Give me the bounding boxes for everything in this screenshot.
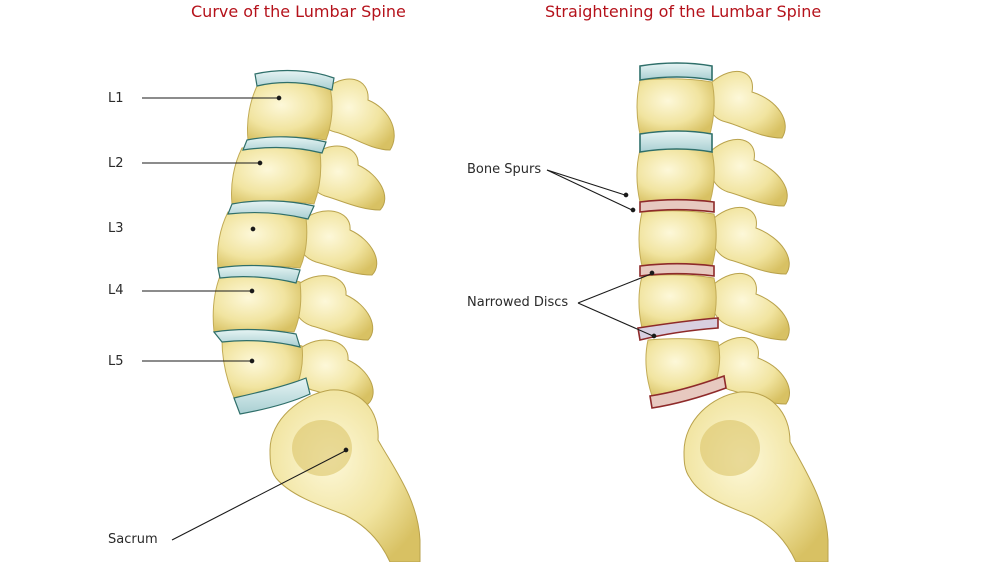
label-l2: L2 xyxy=(108,156,124,171)
label-narrowed-discs: Narrowed Discs xyxy=(467,295,569,310)
normal-lumbar-spine xyxy=(212,69,421,562)
left-sacrum xyxy=(269,389,421,562)
right-vertebral-bodies xyxy=(636,78,721,397)
title-straightened: Straightening of the Lumbar Spine xyxy=(545,2,822,21)
label-l4: L4 xyxy=(108,283,124,298)
left-vertebral-bodies xyxy=(212,81,333,399)
leader-lines xyxy=(142,95,657,541)
right-spinous-processes xyxy=(707,71,790,405)
label-bone-spurs: Bone Spurs xyxy=(467,162,542,177)
straightened-lumbar-spine xyxy=(636,62,829,562)
right-discs xyxy=(637,62,727,409)
right-sacrum xyxy=(683,391,829,562)
left-intervertebral-discs xyxy=(212,69,335,415)
label-l5: L5 xyxy=(108,354,124,369)
label-sacrum: Sacrum xyxy=(108,532,158,547)
right-sacrum-shade xyxy=(700,420,760,476)
title-normal-curve: Curve of the Lumbar Spine xyxy=(191,2,406,21)
label-l1: L1 xyxy=(108,91,124,106)
left-spinous-processes xyxy=(292,78,395,405)
label-l3: L3 xyxy=(108,221,124,236)
left-sacrum-shade xyxy=(292,420,352,476)
